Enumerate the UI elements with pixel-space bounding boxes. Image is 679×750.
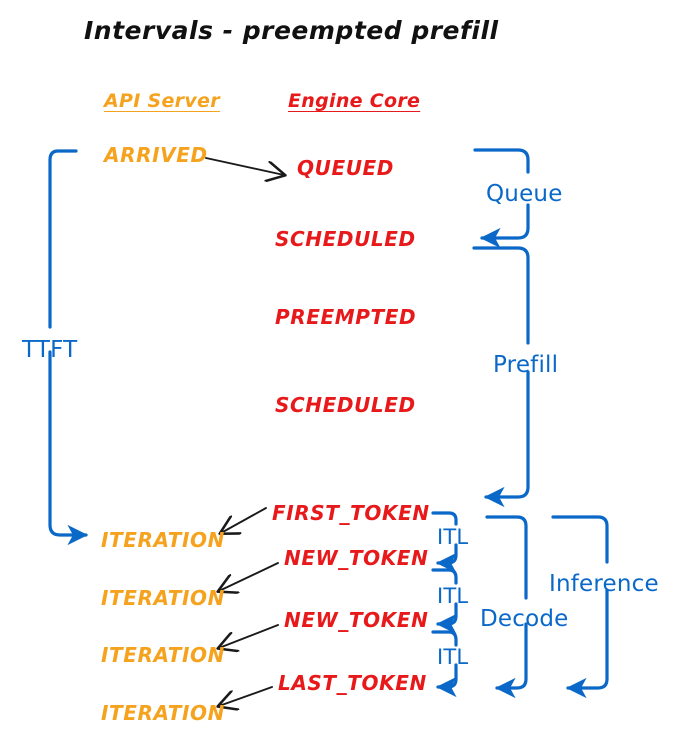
state-last-token: LAST_TOKEN [278, 671, 427, 695]
interval-label-inference: Inference [549, 571, 659, 597]
interval-label-prefill: Prefill [493, 352, 559, 378]
state-queued: QUEUED [297, 156, 395, 180]
state-arrived: ARRIVED [104, 143, 208, 167]
state-iteration-1: ITERATION [101, 528, 225, 552]
arrow-first-token-to-iteration [221, 507, 267, 533]
interval-label-decode: Decode [480, 606, 569, 632]
bracket-decode [485, 515, 528, 699]
state-preempted: PREEMPTED [275, 305, 417, 329]
column-header-api-server: API Server [104, 90, 220, 112]
state-iteration-3: ITERATION [101, 643, 225, 667]
bracket-ttft [48, 149, 88, 546]
bracket-itl-1 [431, 511, 458, 574]
bracket-queue [473, 148, 530, 249]
interval-label-queue: Queue [486, 181, 563, 207]
bracket-inference [551, 515, 609, 699]
interval-label-itl-1: ITL [437, 525, 469, 549]
bracket-itl-3 [431, 630, 458, 698]
interval-label-itl-3: ITL [437, 645, 469, 669]
arrow-arrived-to-queued [205, 157, 284, 175]
state-scheduled-2: SCHEDULED [275, 393, 416, 417]
state-scheduled-1: SCHEDULED [275, 227, 416, 251]
state-iteration-4: ITERATION [101, 701, 225, 725]
state-new-token-1: NEW_TOKEN [284, 546, 429, 570]
state-new-token-2: NEW_TOKEN [284, 608, 429, 632]
bracket-prefill [472, 246, 530, 508]
state-iteration-2: ITERATION [101, 586, 225, 610]
arrow-new-token-to-iteration-2 [219, 624, 279, 648]
arrow-last-token-to-iteration [219, 686, 273, 706]
page-title: Intervals - preempted prefill [84, 16, 499, 45]
column-header-engine-core: Engine Core [288, 90, 421, 112]
interval-label-itl-2: ITL [437, 584, 469, 608]
interval-label-ttft: TTFT [22, 337, 78, 363]
arrow-new-token-to-iteration-1 [219, 562, 279, 591]
state-first-token: FIRST_TOKEN [272, 501, 430, 525]
bracket-itl-2 [431, 568, 458, 635]
